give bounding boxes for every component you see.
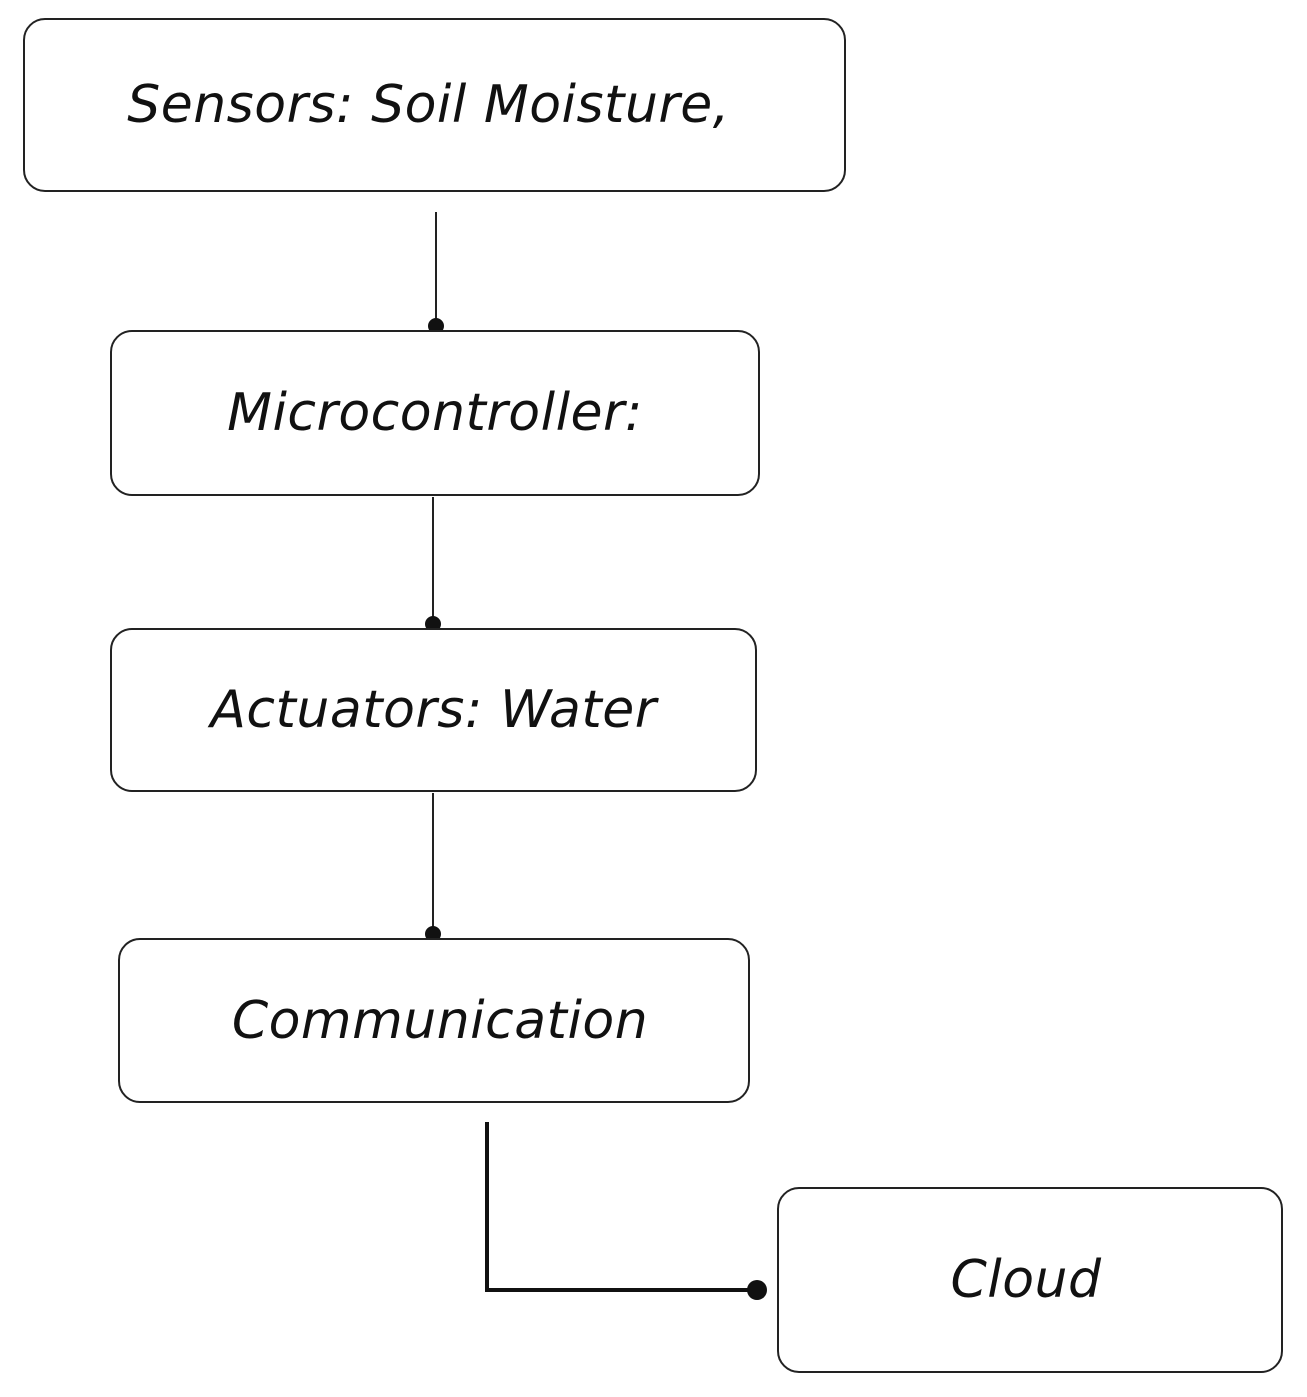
microcontroller-node: Microcontroller: bbox=[110, 330, 760, 496]
actuators-label: Actuators: Water bbox=[210, 680, 657, 740]
microcontroller-label: Microcontroller: bbox=[227, 383, 643, 443]
cloud-node: Cloud bbox=[777, 1187, 1283, 1373]
communication-node: Communication bbox=[118, 938, 750, 1103]
connector-comm-cloud bbox=[485, 1122, 757, 1292]
actuators-node: Actuators: Water bbox=[110, 628, 757, 792]
sensors-node: Sensors: Soil Moisture, bbox=[23, 18, 846, 192]
connector-comm-cloud-dot bbox=[747, 1280, 767, 1300]
cloud-label: Cloud bbox=[950, 1250, 1102, 1310]
sensors-label: Sensors: Soil Moisture, bbox=[127, 75, 730, 135]
communication-label: Communication bbox=[231, 990, 649, 1051]
